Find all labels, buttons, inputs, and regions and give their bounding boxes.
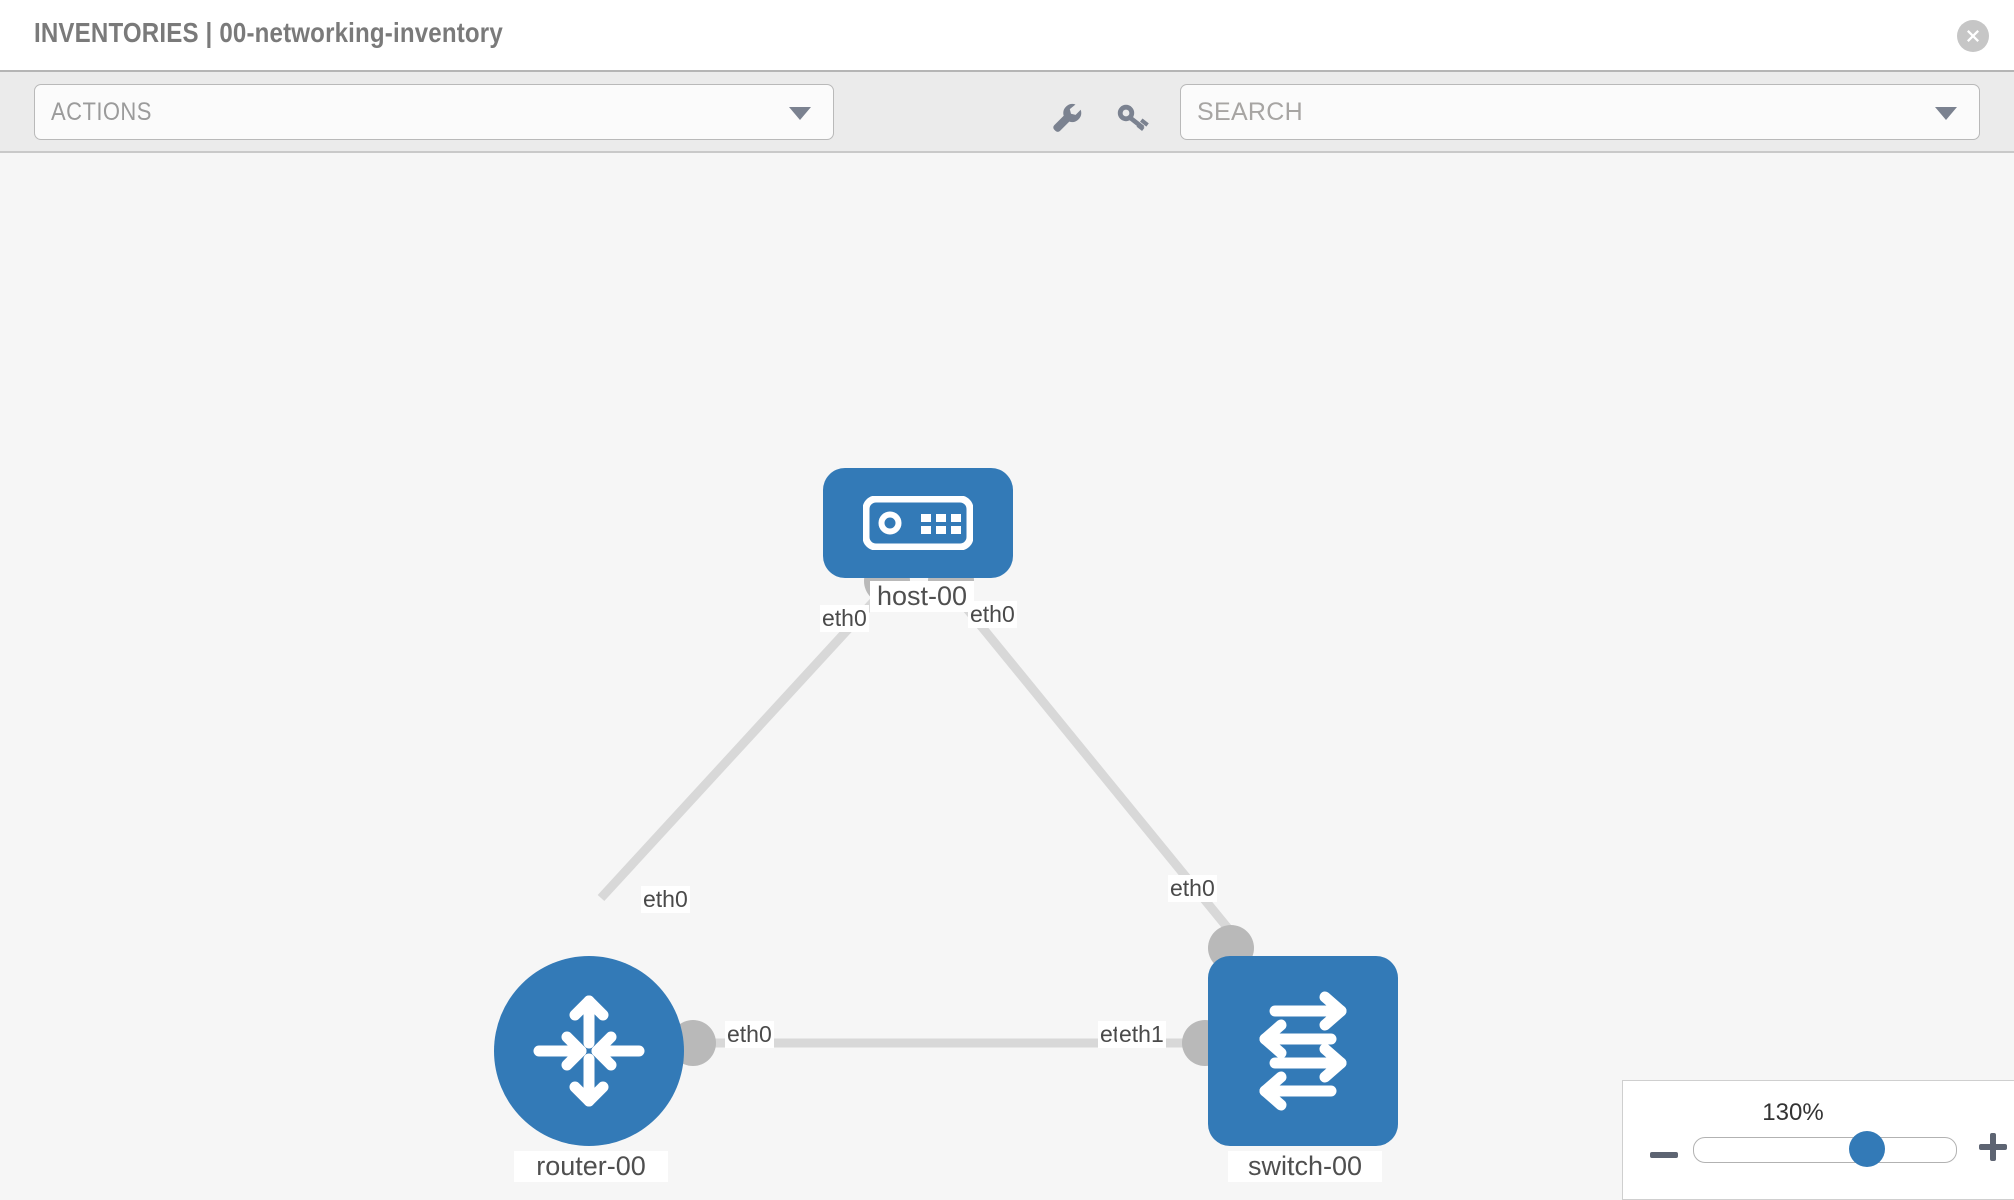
key-icon[interactable] (1112, 98, 1152, 138)
chevron-down-icon (1935, 107, 1957, 120)
router-icon (533, 995, 645, 1107)
search-placeholder: SEARCH (1197, 98, 1303, 126)
actions-dropdown-label: ACTIONS (51, 98, 152, 126)
node-switch-00[interactable]: switch-00 (1208, 956, 1398, 1182)
zoom-control: 130% (1622, 1080, 2014, 1200)
edge-label-switch00-eth1-left: eth1 (1117, 1021, 1166, 1048)
node-router-00-label: router-00 (514, 1151, 668, 1182)
chevron-down-icon (789, 107, 811, 120)
link-host00-router00 (597, 584, 890, 902)
zoom-out-button[interactable] (1650, 1133, 1678, 1163)
switch-icon (1259, 991, 1347, 1111)
wrench-icon[interactable] (1046, 98, 1086, 138)
close-icon[interactable] (1957, 20, 1989, 52)
node-host-00-label: host-00 (870, 581, 974, 612)
node-host-00[interactable]: host-00 (823, 468, 1013, 612)
zoom-in-button[interactable] (1979, 1133, 2007, 1164)
toolbar: ACTIONS SEARCH (0, 70, 2014, 153)
server-icon (863, 496, 973, 550)
edge-label-switch00-eth0-up: eth0 (1168, 875, 1217, 902)
node-host-00-shape (823, 468, 1013, 578)
topology-canvas[interactable]: host-00 (0, 153, 2014, 1200)
node-switch-00-label: switch-00 (1228, 1151, 1382, 1182)
node-router-00-shape (494, 956, 684, 1146)
search-input[interactable]: SEARCH (1180, 84, 1980, 140)
page-header: INVENTORIES | 00-networking-inventory (0, 0, 2014, 70)
topology-links (597, 584, 1244, 1048)
node-router-00[interactable]: router-00 (494, 956, 684, 1182)
edge-label-host00-eth0-right: eth0 (968, 601, 1017, 628)
zoom-slider[interactable] (1693, 1131, 1957, 1167)
edge-label-router00-eth0-right: eth0 (725, 1021, 774, 1048)
zoom-percent-label: 130% (1762, 1099, 1824, 1126)
zoom-slider-thumb[interactable] (1849, 1131, 1885, 1167)
actions-dropdown[interactable]: ACTIONS (34, 84, 834, 140)
page-title: INVENTORIES | 00-networking-inventory (34, 17, 503, 48)
edge-label-host00-eth0-left: eth0 (820, 605, 869, 632)
node-switch-00-shape (1208, 956, 1398, 1146)
edge-label-router00-eth0-up: eth0 (641, 886, 690, 913)
